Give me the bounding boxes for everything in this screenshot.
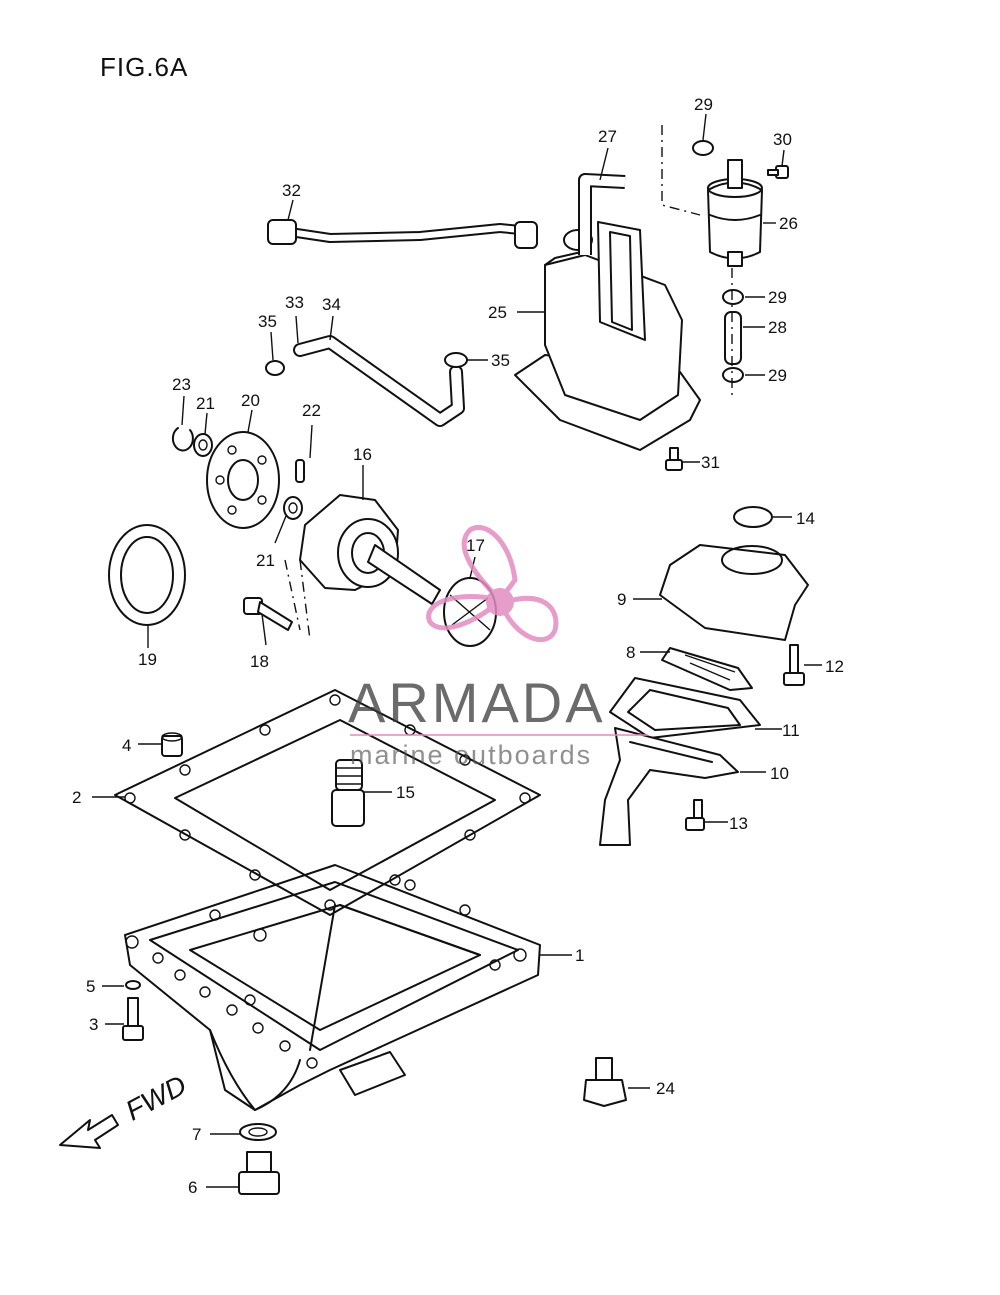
clamp-29b: [722, 289, 744, 305]
callout-27: 27: [598, 127, 617, 146]
hose-clamp-35b: [444, 352, 468, 368]
callout-14: 14: [796, 509, 815, 528]
callout-15: 15: [396, 783, 415, 802]
tank-hose: [578, 173, 626, 255]
callout-19: 19: [138, 650, 157, 669]
callout-22: 22: [302, 401, 321, 420]
pan-bolt: [122, 980, 144, 1041]
callout-2: 2: [72, 788, 81, 807]
watermark-brand: ARMADA: [348, 671, 606, 734]
figure-title: FIG.6A: [100, 52, 188, 82]
callout-8: 8: [626, 643, 635, 662]
callout-25: 25: [488, 303, 507, 322]
pump-chain: [108, 524, 186, 626]
callout-6: 6: [188, 1178, 197, 1197]
circlip-23: [171, 427, 194, 452]
watermark: ARMADA marine outboards: [348, 525, 648, 770]
callout-3: 3: [89, 1015, 98, 1034]
callout-26: 26: [779, 214, 798, 233]
callout-33: 33: [285, 293, 304, 312]
callout-17: 17: [466, 536, 485, 555]
dowel-pin: [161, 732, 183, 757]
callout-30: 30: [773, 130, 792, 149]
oil-pump: [299, 494, 441, 605]
callout-4: 4: [122, 736, 131, 755]
hose-28: [724, 311, 742, 365]
callout-23: 23: [172, 375, 191, 394]
forward-arrow: FWD: [59, 1069, 192, 1149]
filter-guide-lines: [661, 125, 733, 400]
drain-plug: [238, 1123, 280, 1195]
hose-clamp-35a: [265, 360, 285, 376]
pump-bolt: [243, 597, 293, 631]
watermark-tagline: marine outboards: [350, 740, 592, 770]
callout-10: 10: [770, 764, 789, 783]
pin-22: [295, 459, 305, 483]
callout-32: 32: [282, 181, 301, 200]
callout-35b: 35: [491, 351, 510, 370]
callout-9: 9: [617, 590, 626, 609]
strainer-case: [659, 506, 809, 641]
washer-21b: [283, 496, 303, 520]
strainer-bolt-13: [685, 799, 705, 831]
fwd-label: FWD: [121, 1069, 192, 1126]
oil-pressure-plug: [583, 1057, 627, 1107]
callout-29b: 29: [768, 288, 787, 307]
oil-hose: [293, 335, 465, 427]
oil-tank: [514, 221, 701, 451]
breather-hose: [267, 219, 538, 249]
oil-strainer: [599, 727, 739, 846]
pump-drive-gear: [206, 431, 280, 529]
callout-7: 7: [192, 1125, 201, 1144]
pump-guide-lines: [284, 559, 311, 641]
callout-29a: 29: [694, 95, 713, 114]
callout-5: 5: [86, 977, 95, 996]
callout-18: 18: [250, 652, 269, 671]
callout-20: 20: [241, 391, 260, 410]
callout-35a: 35: [258, 312, 277, 331]
washer-21a: [193, 433, 213, 457]
callout-13: 13: [729, 814, 748, 833]
callout-11: 11: [782, 721, 800, 740]
oil-pan-gasket: [114, 689, 541, 916]
relief-valve: [331, 759, 365, 827]
strainer-gasket: [661, 647, 753, 691]
oil-pan: [124, 864, 541, 1111]
callout-29c: 29: [768, 366, 787, 385]
bolt-31: [665, 447, 683, 471]
callout-24: 24: [656, 1079, 675, 1098]
screw-30: [767, 165, 789, 179]
callout-1: 1: [575, 946, 584, 965]
strainer-bolt-12: [783, 644, 805, 686]
callout-21a: 21: [196, 394, 215, 413]
callout-28: 28: [768, 318, 787, 337]
propeller-logo-icon: [426, 525, 559, 643]
clamp-29a: [692, 140, 714, 156]
callout-labels: 1 2 3 4 5 6 7 8 9 10 11 12 13 14 15 16 1…: [72, 95, 844, 1197]
oil-seal-plate: [609, 677, 761, 739]
oil-filter: [707, 159, 763, 267]
callout-34: 34: [322, 295, 341, 314]
callout-12: 12: [825, 657, 844, 676]
callout-31: 31: [701, 453, 720, 472]
callout-21b: 21: [256, 551, 275, 570]
clamp-29c: [722, 367, 744, 383]
leader-lines: [92, 113, 822, 1188]
callout-16: 16: [353, 445, 372, 464]
